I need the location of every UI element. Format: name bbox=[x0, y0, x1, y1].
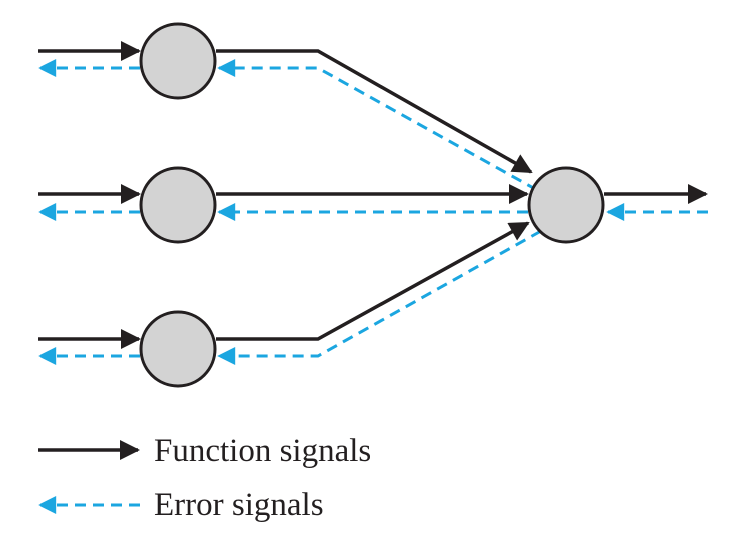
legend-error-signals-label: Error signals bbox=[154, 487, 324, 523]
function-signal-neuron3-to-output bbox=[216, 221, 530, 341]
input-neuron-2 bbox=[139, 166, 217, 244]
function-signal-neuron1-to-output bbox=[216, 49, 533, 174]
error-signal-output-to-neuron3 bbox=[217, 229, 542, 365]
legend-function-signals-label: Function signals bbox=[154, 433, 371, 469]
input-neuron-3 bbox=[139, 310, 217, 388]
legend: Function signals Error signals bbox=[38, 433, 371, 523]
input-neuron-1 bbox=[139, 22, 217, 100]
neuron-group bbox=[139, 22, 605, 388]
error-signal-group bbox=[38, 59, 708, 365]
output-neuron bbox=[527, 166, 605, 244]
error-signal-output-to-neuron1 bbox=[217, 59, 538, 192]
function-signal-group bbox=[38, 41, 708, 349]
